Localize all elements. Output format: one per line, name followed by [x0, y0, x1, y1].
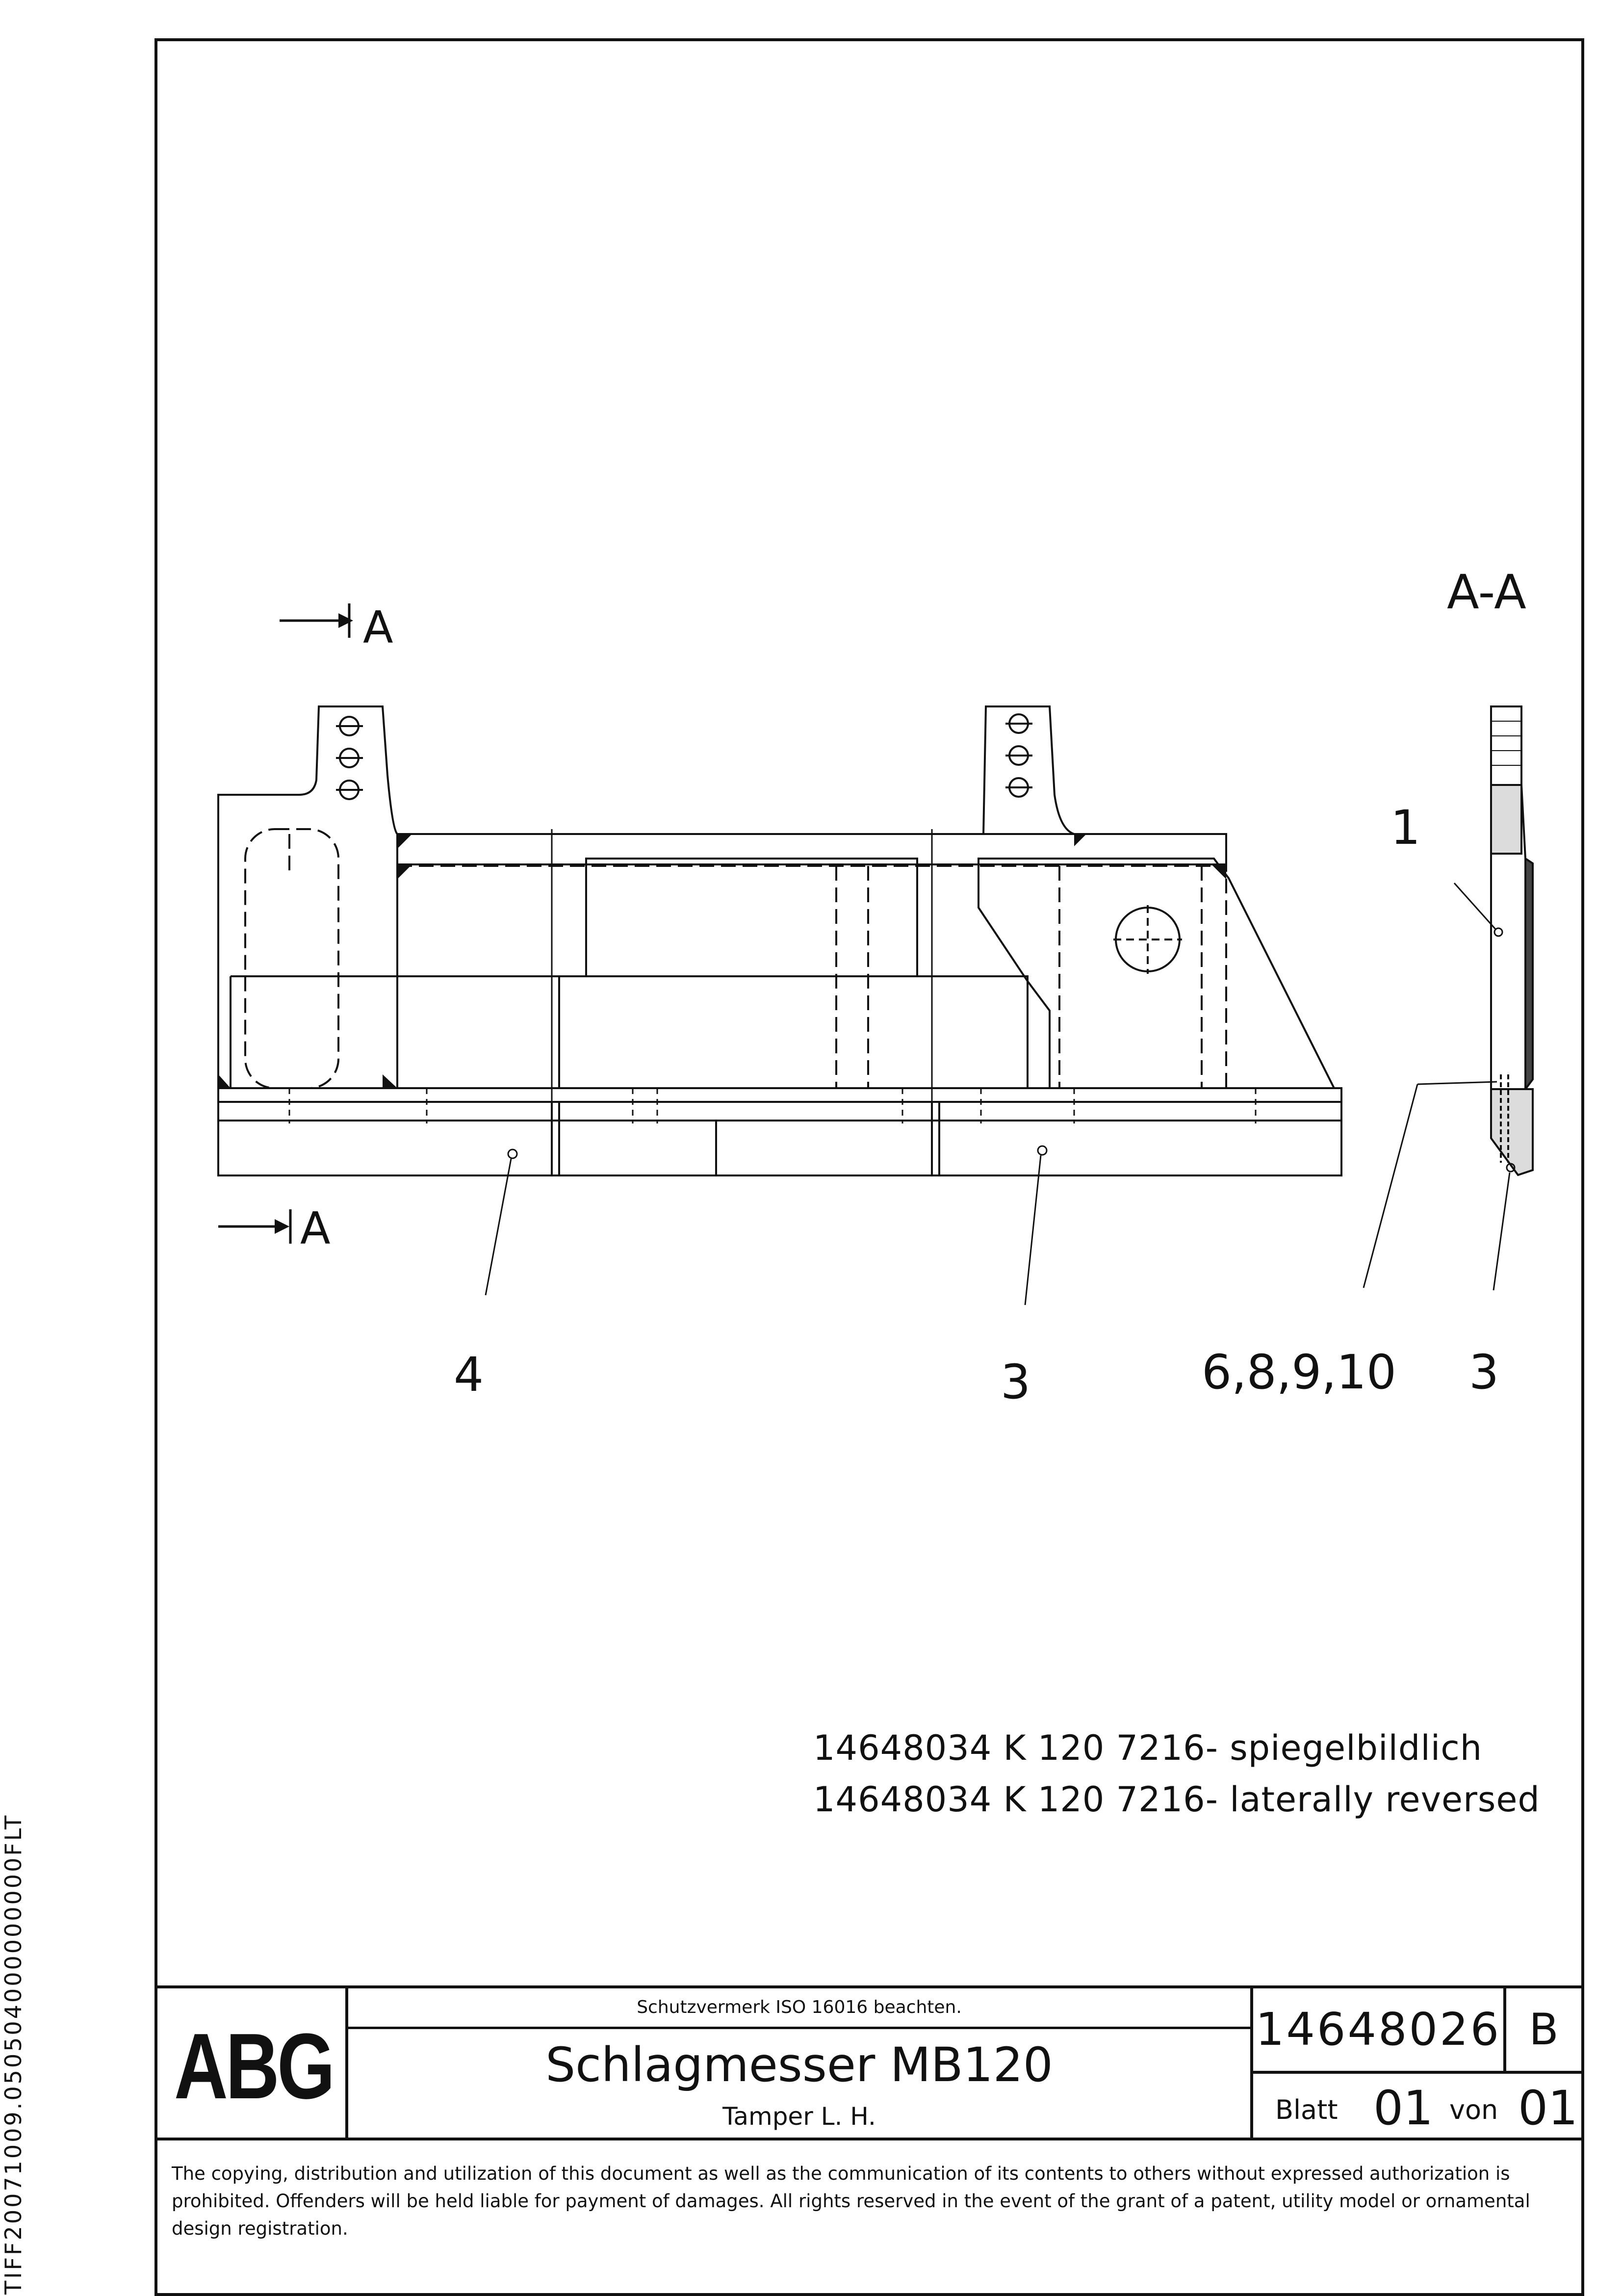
- section-label-top: A: [363, 602, 393, 653]
- weld-marks: [218, 834, 1226, 1088]
- callout-4: 4: [454, 1347, 484, 1402]
- side-file-code: TIFF20071009.050504000000000FLT: [0, 1813, 26, 2295]
- callout-3-section: 3: [1469, 1345, 1499, 1400]
- total-sheets: 01: [1518, 2081, 1578, 2136]
- callout-6-8-9-10: 6,8,9,10: [1202, 1345, 1396, 1400]
- company-logo: ABG: [174, 2014, 335, 2118]
- drawing-subtitle: Tamper L. H.: [722, 2102, 876, 2131]
- blade-bar: [217, 1101, 1342, 1176]
- callout-1: 1: [1390, 800, 1420, 855]
- copyright-cell: The copying, distribution and utilizatio…: [154, 2138, 1584, 2295]
- protection-note: Schutzvermerk ISO 16016 beachten.: [348, 1988, 1250, 2029]
- note-mirror-en: 14648034 K 120 7216- laterally reversed: [813, 1779, 1540, 1820]
- document-info-cell: 14648026 B Blatt 01 von 01: [1253, 1985, 1584, 2138]
- callout-3-main: 3: [1001, 1355, 1030, 1409]
- sheet-label: Blatt: [1275, 2094, 1338, 2125]
- left-body: [217, 705, 398, 1089]
- drawing-title: Schlagmesser MB120: [545, 2037, 1053, 2092]
- section-arrow-bottom: [218, 1209, 292, 1244]
- section-view-title: A-A: [1447, 565, 1526, 620]
- main-view: [217, 705, 1342, 1305]
- right-lug-holes: [1005, 713, 1032, 798]
- right-wedge-plate: [978, 858, 1336, 1089]
- of-label: von: [1449, 2094, 1498, 2125]
- bolt-pattern: [288, 1088, 1257, 1123]
- section-arrow-top: [280, 603, 353, 638]
- section-label-bottom: A: [300, 1203, 331, 1254]
- sheet-row: Blatt 01 von 01: [1253, 2071, 1584, 2140]
- title-cell: Schutzvermerk ISO 16016 beachten. Schlag…: [348, 1985, 1253, 2138]
- logo-cell: ABG: [154, 1985, 348, 2138]
- left-lug-holes: [336, 716, 363, 800]
- leaders: [485, 1145, 1048, 1305]
- sheet-number: 01: [1373, 2081, 1434, 2136]
- note-mirror-de: 14648034 K 120 7216- spiegelbildlich: [813, 1728, 1483, 1768]
- copyright-notice: The copying, distribution and utilizatio…: [172, 2163, 1530, 2239]
- right-lug: [982, 705, 1075, 835]
- document-number: 14648026: [1253, 1988, 1506, 2074]
- section-view: [1363, 705, 1534, 1291]
- blade-strip: [217, 1087, 1342, 1103]
- top-plate: [396, 833, 1227, 865]
- revision-letter: B: [1503, 1988, 1584, 2074]
